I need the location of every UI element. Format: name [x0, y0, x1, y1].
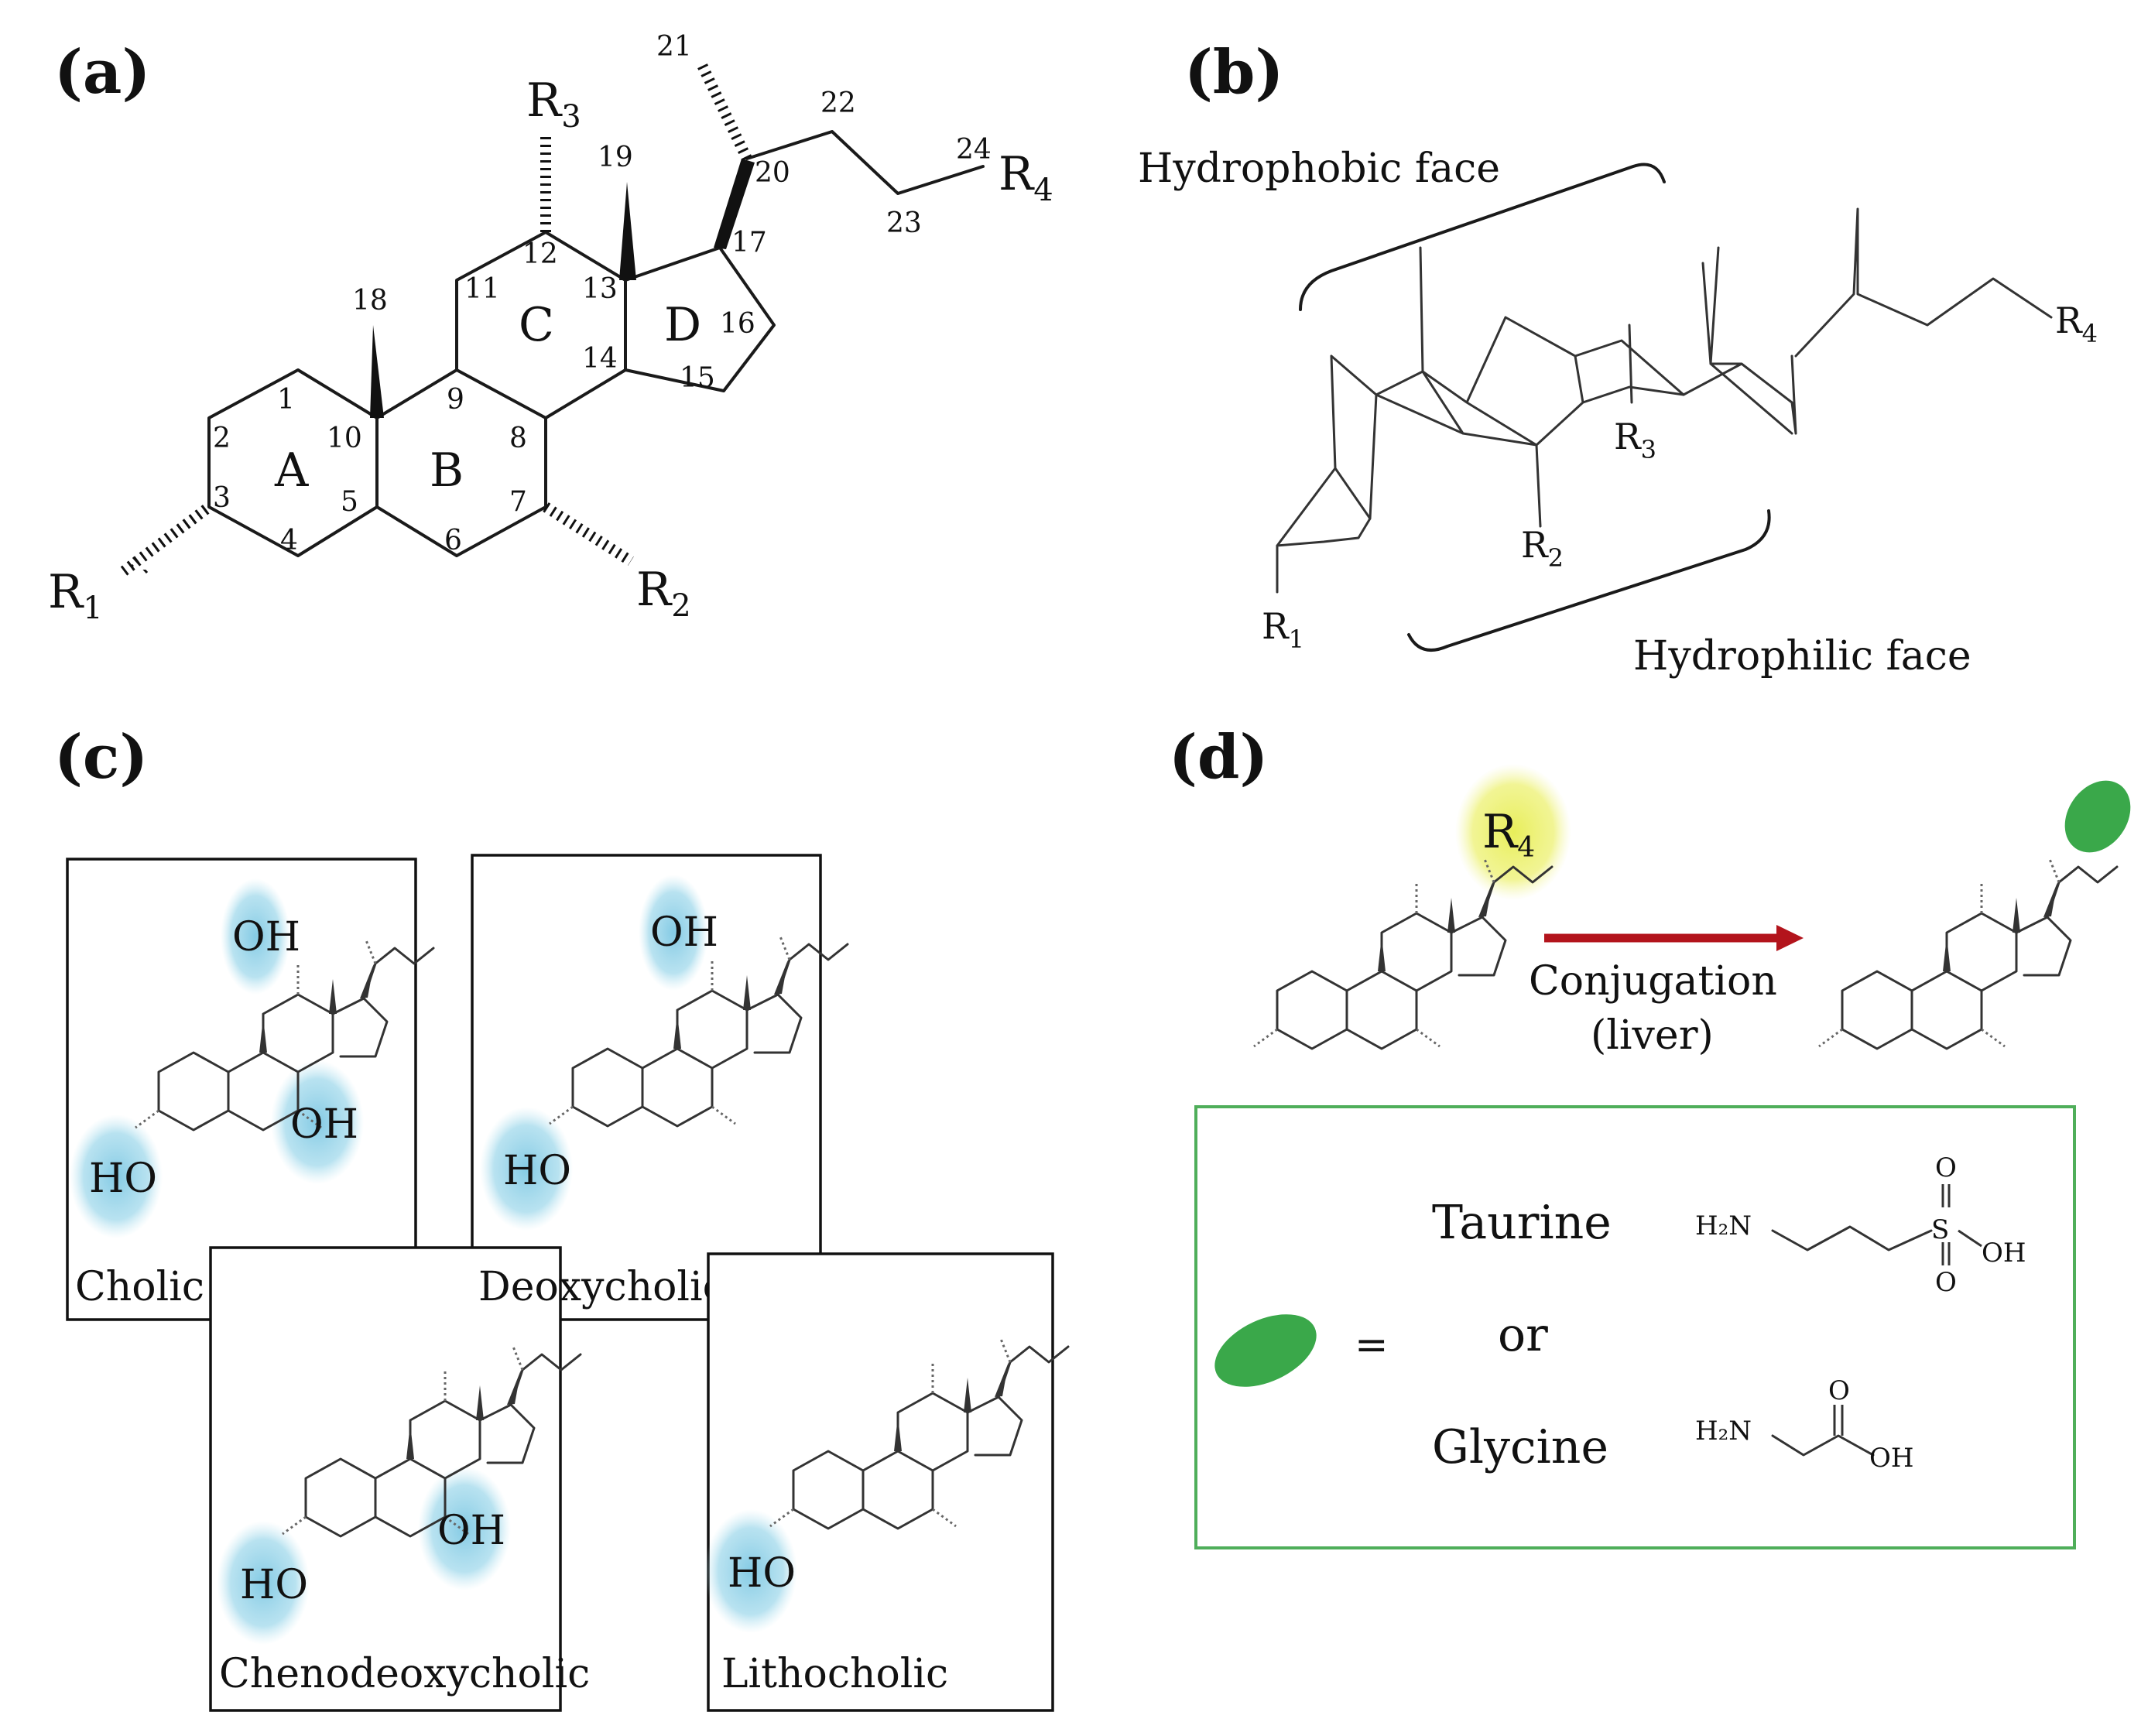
- svg-text:14: 14: [582, 343, 618, 375]
- svg-text:17: 17: [731, 227, 767, 259]
- side-chain-wedge: [714, 159, 755, 249]
- svg-text:13: 13: [582, 273, 618, 305]
- hydrophilic-bracket: [1407, 509, 1771, 652]
- svg-text:15: 15: [680, 362, 715, 394]
- svg-text:O: O: [1935, 1152, 1957, 1183]
- svg-text:2: 2: [213, 423, 231, 454]
- svg-text:16: 16: [720, 308, 755, 340]
- r4-label: R4: [999, 147, 1053, 208]
- svg-text:4: 4: [280, 525, 298, 556]
- svg-text:HO: HO: [89, 1156, 157, 1202]
- cholic-acid-card: OH OH HO Cholic: [66, 858, 435, 1321]
- svg-text:5: 5: [341, 486, 358, 518]
- b-r4-label: R4: [2055, 300, 2098, 348]
- cholic-label: Cholic: [75, 1264, 204, 1310]
- methyl-18-wedge: [370, 325, 384, 418]
- b-r1-label: R1: [1262, 605, 1304, 654]
- svg-text:OH: OH: [1982, 1238, 2026, 1269]
- conjugate-legend-box: = Taurine or Glycine H₂N S O O OH H₂N: [1194, 1105, 2076, 1549]
- chenodeoxycholic-acid-card: OH HO Chenodeoxycholic: [209, 1246, 590, 1712]
- svg-text:23: 23: [886, 207, 922, 239]
- svg-text:R4: R4: [999, 147, 1053, 208]
- panel-a-label: (a): [54, 37, 150, 108]
- svg-text:22: 22: [820, 87, 856, 119]
- equals-sign: =: [1355, 1322, 1389, 1368]
- panel-a: (a): [48, 31, 1053, 626]
- methyl-19-wedge: [619, 182, 636, 280]
- steroid-3d-drawing: [1276, 207, 2053, 594]
- r3-label: R3: [526, 74, 581, 135]
- panel-c-label: (c): [54, 722, 148, 793]
- b-r3-label: R3: [1614, 416, 1656, 464]
- svg-text:7: 7: [509, 486, 527, 518]
- svg-text:R4: R4: [1482, 805, 1535, 864]
- svg-text:20: 20: [755, 157, 790, 189]
- r1-label: R1: [48, 565, 103, 626]
- panel-b-label: (b): [1184, 37, 1283, 108]
- svg-text:OH: OH: [437, 1508, 505, 1554]
- panel-c: (c) OH OH HO Cholic OH HO: [54, 722, 1070, 1712]
- panel-b: (b) Hydrophobic face R1 R2 R3 R4 Hydroph…: [1138, 37, 2098, 680]
- svg-text:8: 8: [509, 423, 527, 454]
- or-label: or: [1498, 1308, 1548, 1362]
- steroid-nucleus-drawing: [116, 59, 985, 579]
- svg-text:OH: OH: [1869, 1443, 1914, 1474]
- svg-text:H₂N: H₂N: [1695, 1210, 1752, 1241]
- panel-d-label: (d): [1169, 722, 1268, 793]
- svg-text:OH: OH: [650, 909, 718, 956]
- conjugation-arrow: [1544, 925, 1804, 951]
- svg-text:R3: R3: [526, 74, 581, 135]
- svg-text:HO: HO: [503, 1148, 571, 1194]
- lithocholic-acid-card: HO Lithocholic: [704, 1252, 1070, 1712]
- svg-text:R2: R2: [636, 563, 691, 624]
- panel-d: (d) R4 Conjugation (liver) = Taurine or …: [1169, 722, 2131, 1549]
- taurine-label: Taurine: [1432, 1196, 1612, 1250]
- taurine-structure: H₂N S O O OH: [1695, 1152, 2026, 1298]
- chenodeoxycholic-label: Chenodeoxycholic: [219, 1651, 590, 1697]
- hydrophilic-face-label: Hydrophilic face: [1633, 633, 1971, 680]
- svg-text:O: O: [1828, 1375, 1850, 1406]
- svg-text:OH: OH: [290, 1101, 358, 1148]
- svg-text:O: O: [1935, 1267, 1957, 1298]
- conjugation-label: Conjugation: [1529, 958, 1777, 1005]
- svg-text:24: 24: [956, 134, 992, 166]
- ring-label-a: A: [274, 443, 309, 498]
- deoxycholic-acid-card: OH HO: [471, 854, 849, 1321]
- svg-text:3: 3: [213, 482, 231, 514]
- atom-numbers: 1 2 3 4 5 6 7 8 9 10 11 12 13 14 15 16 1…: [213, 31, 992, 556]
- svg-text:HO: HO: [728, 1550, 796, 1597]
- svg-text:S: S: [1931, 1214, 1949, 1245]
- svg-text:OH: OH: [232, 914, 300, 960]
- hydrophobic-face-label: Hydrophobic face: [1138, 146, 1500, 192]
- hydrophobic-bracket: [1299, 163, 1666, 311]
- svg-text:R1: R1: [48, 565, 103, 626]
- conjugated-bile-acid: [1817, 780, 2131, 1050]
- ring-label-d: D: [664, 298, 701, 352]
- svg-text:18: 18: [352, 285, 388, 317]
- glycine-label: Glycine: [1432, 1420, 1608, 1474]
- ring-label-b: B: [430, 443, 464, 498]
- ring-label-c: C: [519, 298, 554, 352]
- svg-text:12: 12: [522, 238, 558, 270]
- svg-text:10: 10: [327, 423, 362, 454]
- svg-text:H₂N: H₂N: [1695, 1416, 1752, 1447]
- svg-text:21: 21: [656, 31, 692, 63]
- svg-text:9: 9: [447, 384, 464, 416]
- liver-label: (liver): [1591, 1012, 1714, 1059]
- conjugate-green-ellipse: [1214, 1314, 1317, 1387]
- unconjugated-bile-acid: R4: [1252, 764, 1571, 1050]
- svg-text:6: 6: [444, 525, 462, 556]
- glycine-structure: H₂N O OH: [1695, 1375, 1914, 1474]
- svg-text:11: 11: [464, 273, 500, 305]
- b-r2-label: R2: [1521, 524, 1564, 573]
- lithocholic-label: Lithocholic: [721, 1651, 948, 1697]
- svg-text:19: 19: [598, 142, 633, 173]
- r2-label: R2: [636, 563, 691, 624]
- svg-text:1: 1: [277, 384, 295, 416]
- deoxycholic-label: Deoxycholic: [478, 1264, 725, 1310]
- svg-text:HO: HO: [240, 1562, 308, 1608]
